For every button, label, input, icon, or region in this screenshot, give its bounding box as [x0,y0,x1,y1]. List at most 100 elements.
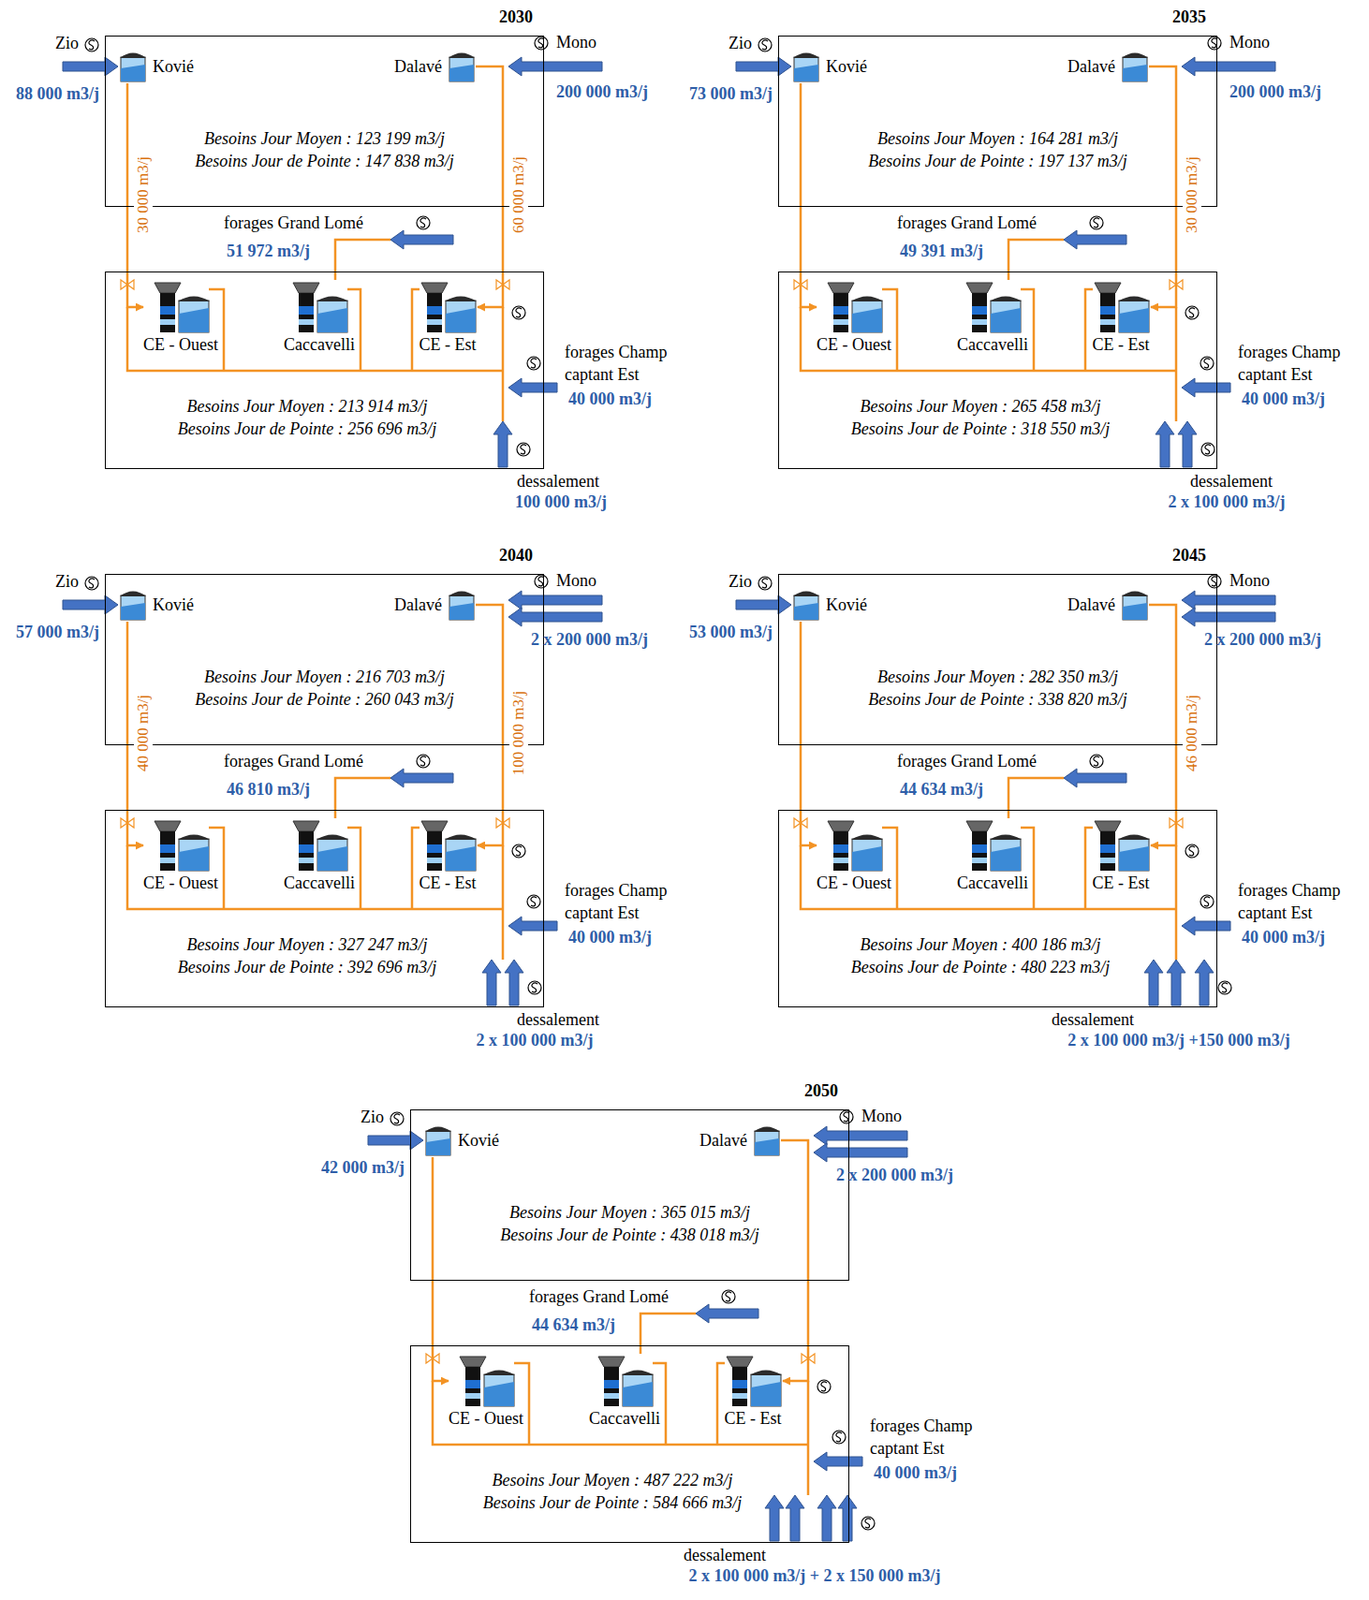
flow-value: 40 000 m3/j [568,388,652,410]
plant-icon [824,279,884,335]
pipe-connector [800,83,817,308]
flow-value: 40 000 m3/j [1241,388,1325,410]
demand-text: Besoins Jour de Pointe : 147 838 m3/j [105,149,544,173]
demand-text: Besoins Jour Moyen : 487 222 m3/j [411,1469,814,1492]
node-label: CE - Ouest [143,872,219,894]
reservoir-icon [118,588,148,622]
node-label: Dalavé [1067,56,1116,77]
flow-value: 44 634 m3/j [899,779,984,800]
reservoir-icon [447,588,476,622]
pipe-line [347,289,361,371]
pipe-line [335,239,391,280]
supply-arrow [508,378,558,398]
pipe-line [432,1381,809,1445]
pipe-line [127,845,503,910]
supply-arrow [1181,57,1276,76]
demand-text: Besoins Jour Moyen : 365 015 m3/j [411,1201,849,1224]
demand-text: Besoins Jour de Pointe : 197 137 m3/j [779,149,1217,173]
flow-value: 42 000 m3/j [321,1157,405,1178]
source-name: forages Champ captant Est [869,1414,992,1460]
supply-arrow [1063,768,1127,788]
pipe-line [412,289,420,371]
text-group: Besoins Jour Moyen : 123 199 m3/jBesoins… [105,127,544,173]
reservoir-node: Dalavé [1067,49,1149,84]
pipe-line [1175,845,1178,960]
node-label: CE - Est [1092,334,1150,355]
flow-label: 30 000 m3/j [1182,153,1202,236]
node-label: CE - Ouest [143,334,219,355]
panel-drawing [736,36,1276,468]
supply-arrow [838,1495,857,1542]
pipe-line [1085,289,1093,371]
pump-symbol [534,574,548,589]
flow-label: 60 000 m3/j [509,153,529,236]
flow-value: 57 000 m3/j [15,621,100,643]
node-label: CE - Ouest [816,872,892,894]
source-name: forages Champ captant Est [1237,340,1360,386]
panel-drawing [736,574,1276,1006]
flow-value: 2 x 100 000 m3/j [476,1030,594,1051]
demand-text: Besoins Jour de Pointe : 438 018 m3/j [411,1223,849,1247]
flow-value: 73 000 m3/j [689,83,773,104]
pipe-line [1020,827,1034,910]
supply-arrow [390,230,454,250]
supply-arrow [817,1495,837,1542]
pump-symbol [528,981,542,995]
year-heading: 2050 [804,1080,839,1102]
pipe-line [347,827,361,910]
supply-arrow [1155,421,1175,468]
pump-symbol [1089,754,1104,768]
text-group: Besoins Jour Moyen : 265 458 m3/jBesoins… [779,395,1182,441]
supply-arrow [736,57,792,76]
pump-symbol [85,576,99,590]
treatment-plant-node: Caccavelli [283,818,355,894]
supply-arrow [1177,421,1197,468]
pump-symbol [1201,442,1215,457]
reservoir-icon [1120,588,1149,622]
pipe-line [882,289,898,371]
pipe-line [1085,827,1093,910]
plant-icon [456,1354,516,1409]
demand-text: Besoins Jour Moyen : 265 458 m3/j [779,395,1182,418]
demand-text: Besoins Jour de Pointe : 260 043 m3/j [105,688,544,711]
node-label: CE - Est [419,334,477,355]
flow-value: 100 000 m3/j [515,491,607,513]
pump-symbol [1200,356,1214,370]
pump-symbol [1207,574,1222,589]
node-label: CE - Ouest [816,334,892,355]
node-label: Caccavelli [956,334,1029,355]
supply-arrow [1181,590,1276,610]
pipe-line [800,307,1177,371]
supply-arrow [1194,959,1214,1006]
pipe-line [800,845,1177,910]
plant-icon [289,818,350,873]
node-label: Dalavé [699,1130,748,1151]
flow-label: 46 000 m3/j [1182,691,1202,775]
panel-drawing [368,1110,908,1542]
supply-arrow [813,1452,863,1472]
pump-symbol [1089,216,1104,230]
demand-text: Besoins Jour Moyen : 282 350 m3/j [779,665,1217,689]
pipe-line [717,1363,725,1445]
source-name: Mono [861,1105,902,1127]
supply-arrow [62,595,118,615]
year-heading: 2045 [1172,544,1207,566]
node-label: Caccavelli [588,1408,661,1429]
text-group: Besoins Jour Moyen : 164 281 m3/jBesoins… [779,127,1217,173]
pipe-line [807,1381,810,1496]
supply-arrow [1181,607,1276,627]
text-group: Besoins Jour Moyen : 400 186 m3/jBesoins… [779,933,1182,979]
flow-value: 200 000 m3/j [556,81,648,103]
reservoir-icon [792,49,821,84]
pump-symbol [839,1110,854,1124]
reservoir-icon [752,1123,781,1158]
flow-value: 2 x 100 000 m3/j +150 000 m3/j [1067,1030,1291,1051]
treatment-plant-node: CE - Ouest [816,818,892,894]
demand-zone-box: Besoins Jour Moyen : 400 186 m3/jBesoins… [778,809,1218,1008]
demand-zone-box: Besoins Jour Moyen : 365 015 m3/jBesoins… [410,1109,850,1281]
node-label: Kovié [825,56,868,77]
reservoir-icon [118,49,148,84]
supply-arrow [493,421,513,468]
node-label: Kovié [152,594,194,616]
node-label: Dalavé [1067,594,1116,616]
